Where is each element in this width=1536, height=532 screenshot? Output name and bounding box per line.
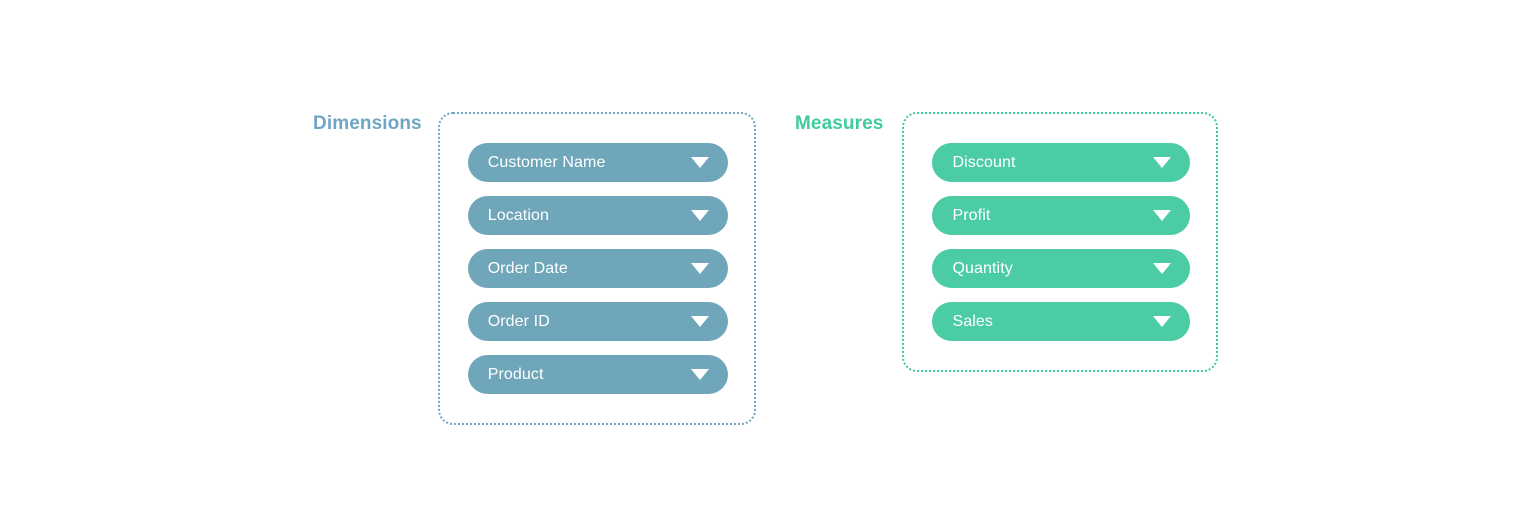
- dimensions-group: Dimensions Customer Name Location Order …: [313, 112, 756, 425]
- dimensions-group-label: Dimensions: [313, 113, 422, 134]
- chevron-down-icon[interactable]: [690, 210, 709, 221]
- chevron-down-icon[interactable]: [690, 157, 709, 168]
- measure-pill-sales[interactable]: Sales: [932, 302, 1191, 341]
- dimension-pill-order-id[interactable]: Order ID: [467, 302, 728, 341]
- measure-pill-label: Discount: [952, 154, 1016, 171]
- measures-group: Measures Discount Profit Quantity Sales: [795, 112, 1219, 372]
- measure-pill-label: Quantity: [952, 260, 1013, 277]
- measure-pill-discount[interactable]: Discount: [932, 143, 1191, 182]
- dimension-pill-label: Order Date: [487, 260, 568, 277]
- dimension-pill-order-date[interactable]: Order Date: [467, 249, 728, 288]
- measure-pill-profit[interactable]: Profit: [932, 196, 1191, 235]
- measure-pill-quantity[interactable]: Quantity: [932, 249, 1191, 288]
- chevron-down-icon[interactable]: [1153, 263, 1172, 274]
- dimension-pill-label: Location: [487, 207, 549, 224]
- chevron-down-icon[interactable]: [690, 369, 709, 380]
- dimension-pill-location[interactable]: Location: [467, 196, 728, 235]
- dimension-pill-label: Order ID: [487, 313, 550, 330]
- dimension-pill-product[interactable]: Product: [467, 355, 728, 394]
- chevron-down-icon[interactable]: [1153, 316, 1172, 327]
- dimension-pill-label: Product: [487, 366, 544, 383]
- measures-panel: Discount Profit Quantity Sales: [902, 112, 1219, 372]
- chevron-down-icon[interactable]: [690, 316, 709, 327]
- dimension-pill-customer-name[interactable]: Customer Name: [467, 143, 728, 182]
- measure-pill-label: Sales: [952, 313, 993, 330]
- chevron-down-icon[interactable]: [1153, 210, 1172, 221]
- chevron-down-icon[interactable]: [690, 263, 709, 274]
- dimension-pill-label: Customer Name: [487, 154, 606, 171]
- chevron-down-icon[interactable]: [1153, 157, 1172, 168]
- measures-group-label: Measures: [795, 113, 884, 134]
- measure-pill-label: Profit: [952, 207, 991, 224]
- dimensions-panel: Customer Name Location Order Date Order …: [437, 112, 756, 425]
